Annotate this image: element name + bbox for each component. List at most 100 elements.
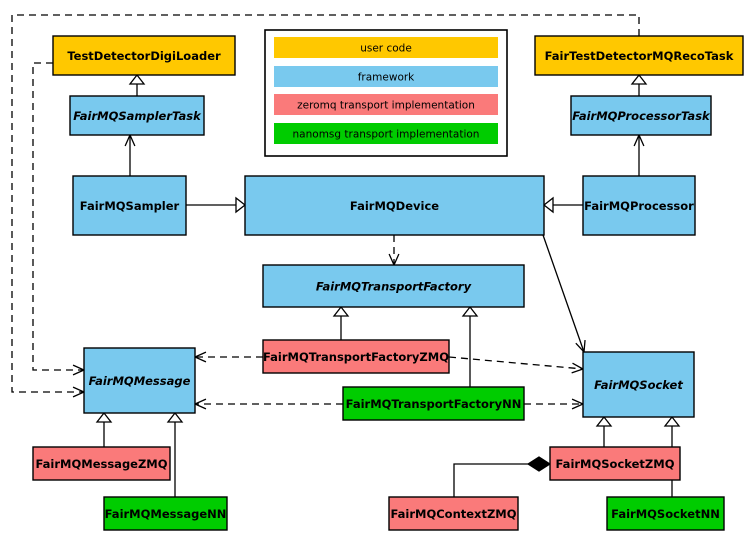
edge-messagezmq-inherits-message bbox=[95, 411, 113, 447]
node-fairmqsocketzmq-box[interactable] bbox=[549, 446, 681, 481]
node-fairmqcontextzmq-box[interactable] bbox=[388, 496, 519, 531]
edge-processor-uses-processortask bbox=[633, 133, 645, 176]
node-fairmqmessage[interactable]: FairMQMessage bbox=[83, 347, 196, 414]
node-fairmqsocketzmq[interactable]: FairMQSocketZMQ bbox=[549, 446, 681, 481]
edge-recotask-inherits-processortask-arrowhead bbox=[630, 73, 648, 85]
edge-socketzmq-composes-contextzmq-diamond-head bbox=[526, 456, 552, 472]
node-fairmqdevice-box[interactable] bbox=[244, 175, 545, 236]
edge-digiloader-depends-message-line bbox=[32, 62, 84, 371]
node-fairmqtransportfactory-label: FairMQTransportFactory bbox=[316, 280, 472, 294]
edge-factorynn-depends-message bbox=[193, 398, 343, 410]
node-fairmqprocessor[interactable]: FairMQProcessor bbox=[582, 175, 696, 236]
edge-recotask-inherits-processortask bbox=[630, 73, 648, 96]
node-fairmqcontextzmq-label: FairMQContextZMQ bbox=[390, 507, 516, 521]
node-fairmqsocketzmq-label: FairMQSocketZMQ bbox=[556, 457, 675, 471]
node-testdetectordigiloader-box[interactable] bbox=[52, 35, 236, 76]
node-fairmqtransportfactorynn-box[interactable] bbox=[342, 386, 525, 421]
edge-digiloader-inherits-samplertask bbox=[128, 73, 146, 96]
node-fairmqsocketnn-label: FairMQSocketNN bbox=[611, 507, 720, 521]
legend-label-3: nanomsg transport implementation bbox=[293, 129, 480, 141]
legend-swatch-1 bbox=[274, 66, 498, 87]
node-fairmqtransportfactorynn[interactable]: FairMQTransportFactoryNN bbox=[342, 386, 525, 421]
legend-item-3: nanomsg transport implementation bbox=[274, 123, 498, 144]
edge-sampler-inherits-device bbox=[186, 196, 247, 214]
edge-factoryzmq-inherits-factory-arrowhead bbox=[332, 305, 350, 317]
node-fairmqsamplertask[interactable]: FairMQSamplerTask bbox=[69, 95, 205, 136]
node-fairmqsamplertask-box[interactable] bbox=[69, 95, 205, 136]
node-fairmqmessagenn-label: FairMQMessageNN bbox=[105, 507, 227, 521]
node-fairmqsampler[interactable]: FairMQSampler bbox=[72, 175, 187, 236]
node-testdetectordigiloader-label: TestDetectorDigiLoader bbox=[67, 49, 221, 63]
node-fairmqmessagezmq-label: FairMQMessageZMQ bbox=[35, 457, 167, 471]
legend-swatch-3 bbox=[274, 123, 498, 144]
edge-socketzmq-inherits-socket-arrowhead bbox=[595, 415, 613, 427]
node-fairmqsocketnn-box[interactable] bbox=[606, 496, 725, 531]
node-fairmqtransportfactory-box[interactable] bbox=[262, 264, 525, 308]
node-fairmqmessagenn-box[interactable] bbox=[103, 496, 228, 531]
node-fairmqprocessortask[interactable]: FairMQProcessorTask bbox=[570, 95, 712, 136]
node-fairtestdetectormqrecotask[interactable]: FairTestDetectorMQRecoTask bbox=[534, 35, 744, 76]
legend-item-1: framework bbox=[274, 66, 498, 87]
node-fairmqtransportfactoryzmq-label: FairMQTransportFactoryZMQ bbox=[263, 350, 449, 364]
edge-factorynn-depends-socket bbox=[524, 398, 585, 410]
edge-sampler-uses-samplertask bbox=[124, 133, 136, 176]
node-fairmqsocket[interactable]: FairMQSocket bbox=[582, 351, 695, 418]
node-fairmqmessagezmq-box[interactable] bbox=[32, 446, 171, 481]
edge-processor-inherits-device-arrowhead bbox=[542, 196, 554, 214]
legend-swatch-0 bbox=[274, 37, 498, 58]
node-fairmqprocessor-box[interactable] bbox=[582, 175, 696, 236]
edge-factoryzmq-depends-socket bbox=[448, 356, 585, 374]
edge-factoryzmq-depends-message bbox=[193, 351, 263, 363]
node-fairmqcontextzmq[interactable]: FairMQContextZMQ bbox=[388, 496, 519, 531]
node-fairmqtransportfactoryzmq-box[interactable] bbox=[262, 339, 450, 374]
node-fairmqmessagezmq[interactable]: FairMQMessageZMQ bbox=[32, 446, 171, 481]
node-fairmqsamplertask-label: FairMQSamplerTask bbox=[73, 109, 202, 123]
node-fairmqprocessor-label: FairMQProcessor bbox=[584, 199, 694, 213]
legend-label-2: zeromq transport implementation bbox=[297, 100, 475, 112]
legend-layer: user code framework zeromq transport imple… bbox=[264, 29, 508, 157]
node-fairmqsampler-box[interactable] bbox=[72, 175, 187, 236]
node-fairmqsocketnn[interactable]: FairMQSocketNN bbox=[606, 496, 725, 531]
edge-digiloader-inherits-samplertask-arrowhead bbox=[128, 73, 146, 85]
legend-item-2: zeromq transport implementation bbox=[274, 94, 498, 115]
node-fairmqsocket-label: FairMQSocket bbox=[594, 378, 683, 392]
legend-swatch-2 bbox=[274, 94, 498, 115]
legend-label-1: framework bbox=[358, 72, 415, 84]
edge-device-depends-transportfactory bbox=[388, 235, 400, 267]
legend-item-0: user code bbox=[274, 37, 498, 58]
edges-layer bbox=[11, 14, 681, 497]
edge-factoryzmq-inherits-factory bbox=[332, 305, 350, 340]
edge-factoryzmq-depends-socket-line bbox=[448, 356, 584, 370]
node-fairmqdevice[interactable]: FairMQDevice bbox=[244, 175, 545, 236]
node-fairmqtransportfactoryzmq[interactable]: FairMQTransportFactoryZMQ bbox=[262, 339, 450, 374]
node-fairmqsocket-box[interactable] bbox=[582, 351, 695, 418]
edge-recotask-depends-message-line bbox=[11, 14, 640, 393]
node-fairtestdetectormqrecotask-label: FairTestDetectorMQRecoTask bbox=[545, 49, 734, 63]
node-fairmqmessagenn[interactable]: FairMQMessageNN bbox=[103, 496, 228, 531]
edge-messagenn-inherits-message bbox=[166, 411, 184, 497]
edge-messagezmq-inherits-message-arrowhead bbox=[95, 411, 113, 423]
node-testdetectordigiloader[interactable]: TestDetectorDigiLoader bbox=[52, 35, 236, 76]
edge-sampler-inherits-device-arrowhead bbox=[235, 196, 247, 214]
node-fairmqprocessortask-box[interactable] bbox=[570, 95, 712, 136]
edge-device-uses-socket-line bbox=[542, 234, 585, 353]
edge-factorynn-inherits-factory-arrowhead bbox=[461, 305, 479, 317]
edge-messagenn-inherits-message-arrowhead bbox=[166, 411, 184, 423]
nodes-layer: TestDetectorDigiLoader FairTestDetectorMQ… bbox=[32, 35, 744, 531]
edge-processor-inherits-device bbox=[542, 196, 583, 214]
node-fairmqdevice-label: FairMQDevice bbox=[350, 199, 439, 213]
legend-label-0: user code bbox=[360, 43, 412, 55]
node-fairmqprocessortask-label: FairMQProcessorTask bbox=[572, 109, 711, 123]
edge-factorynn-inherits-factory bbox=[461, 305, 479, 387]
node-fairmqsampler-label: FairMQSampler bbox=[80, 199, 180, 213]
edge-socketzmq-inherits-socket bbox=[595, 415, 613, 447]
node-fairmqtransportfactory[interactable]: FairMQTransportFactory bbox=[262, 264, 525, 308]
node-fairmqmessage-box[interactable] bbox=[83, 347, 196, 414]
edge-socketzmq-composes-contextzmq bbox=[453, 456, 552, 497]
edge-socketzmq-composes-contextzmq-line bbox=[453, 463, 550, 497]
node-fairtestdetectormqrecotask-box[interactable] bbox=[534, 35, 744, 76]
node-fairmqtransportfactorynn-label: FairMQTransportFactoryNN bbox=[346, 397, 522, 411]
node-fairmqmessage-label: FairMQMessage bbox=[89, 374, 191, 388]
